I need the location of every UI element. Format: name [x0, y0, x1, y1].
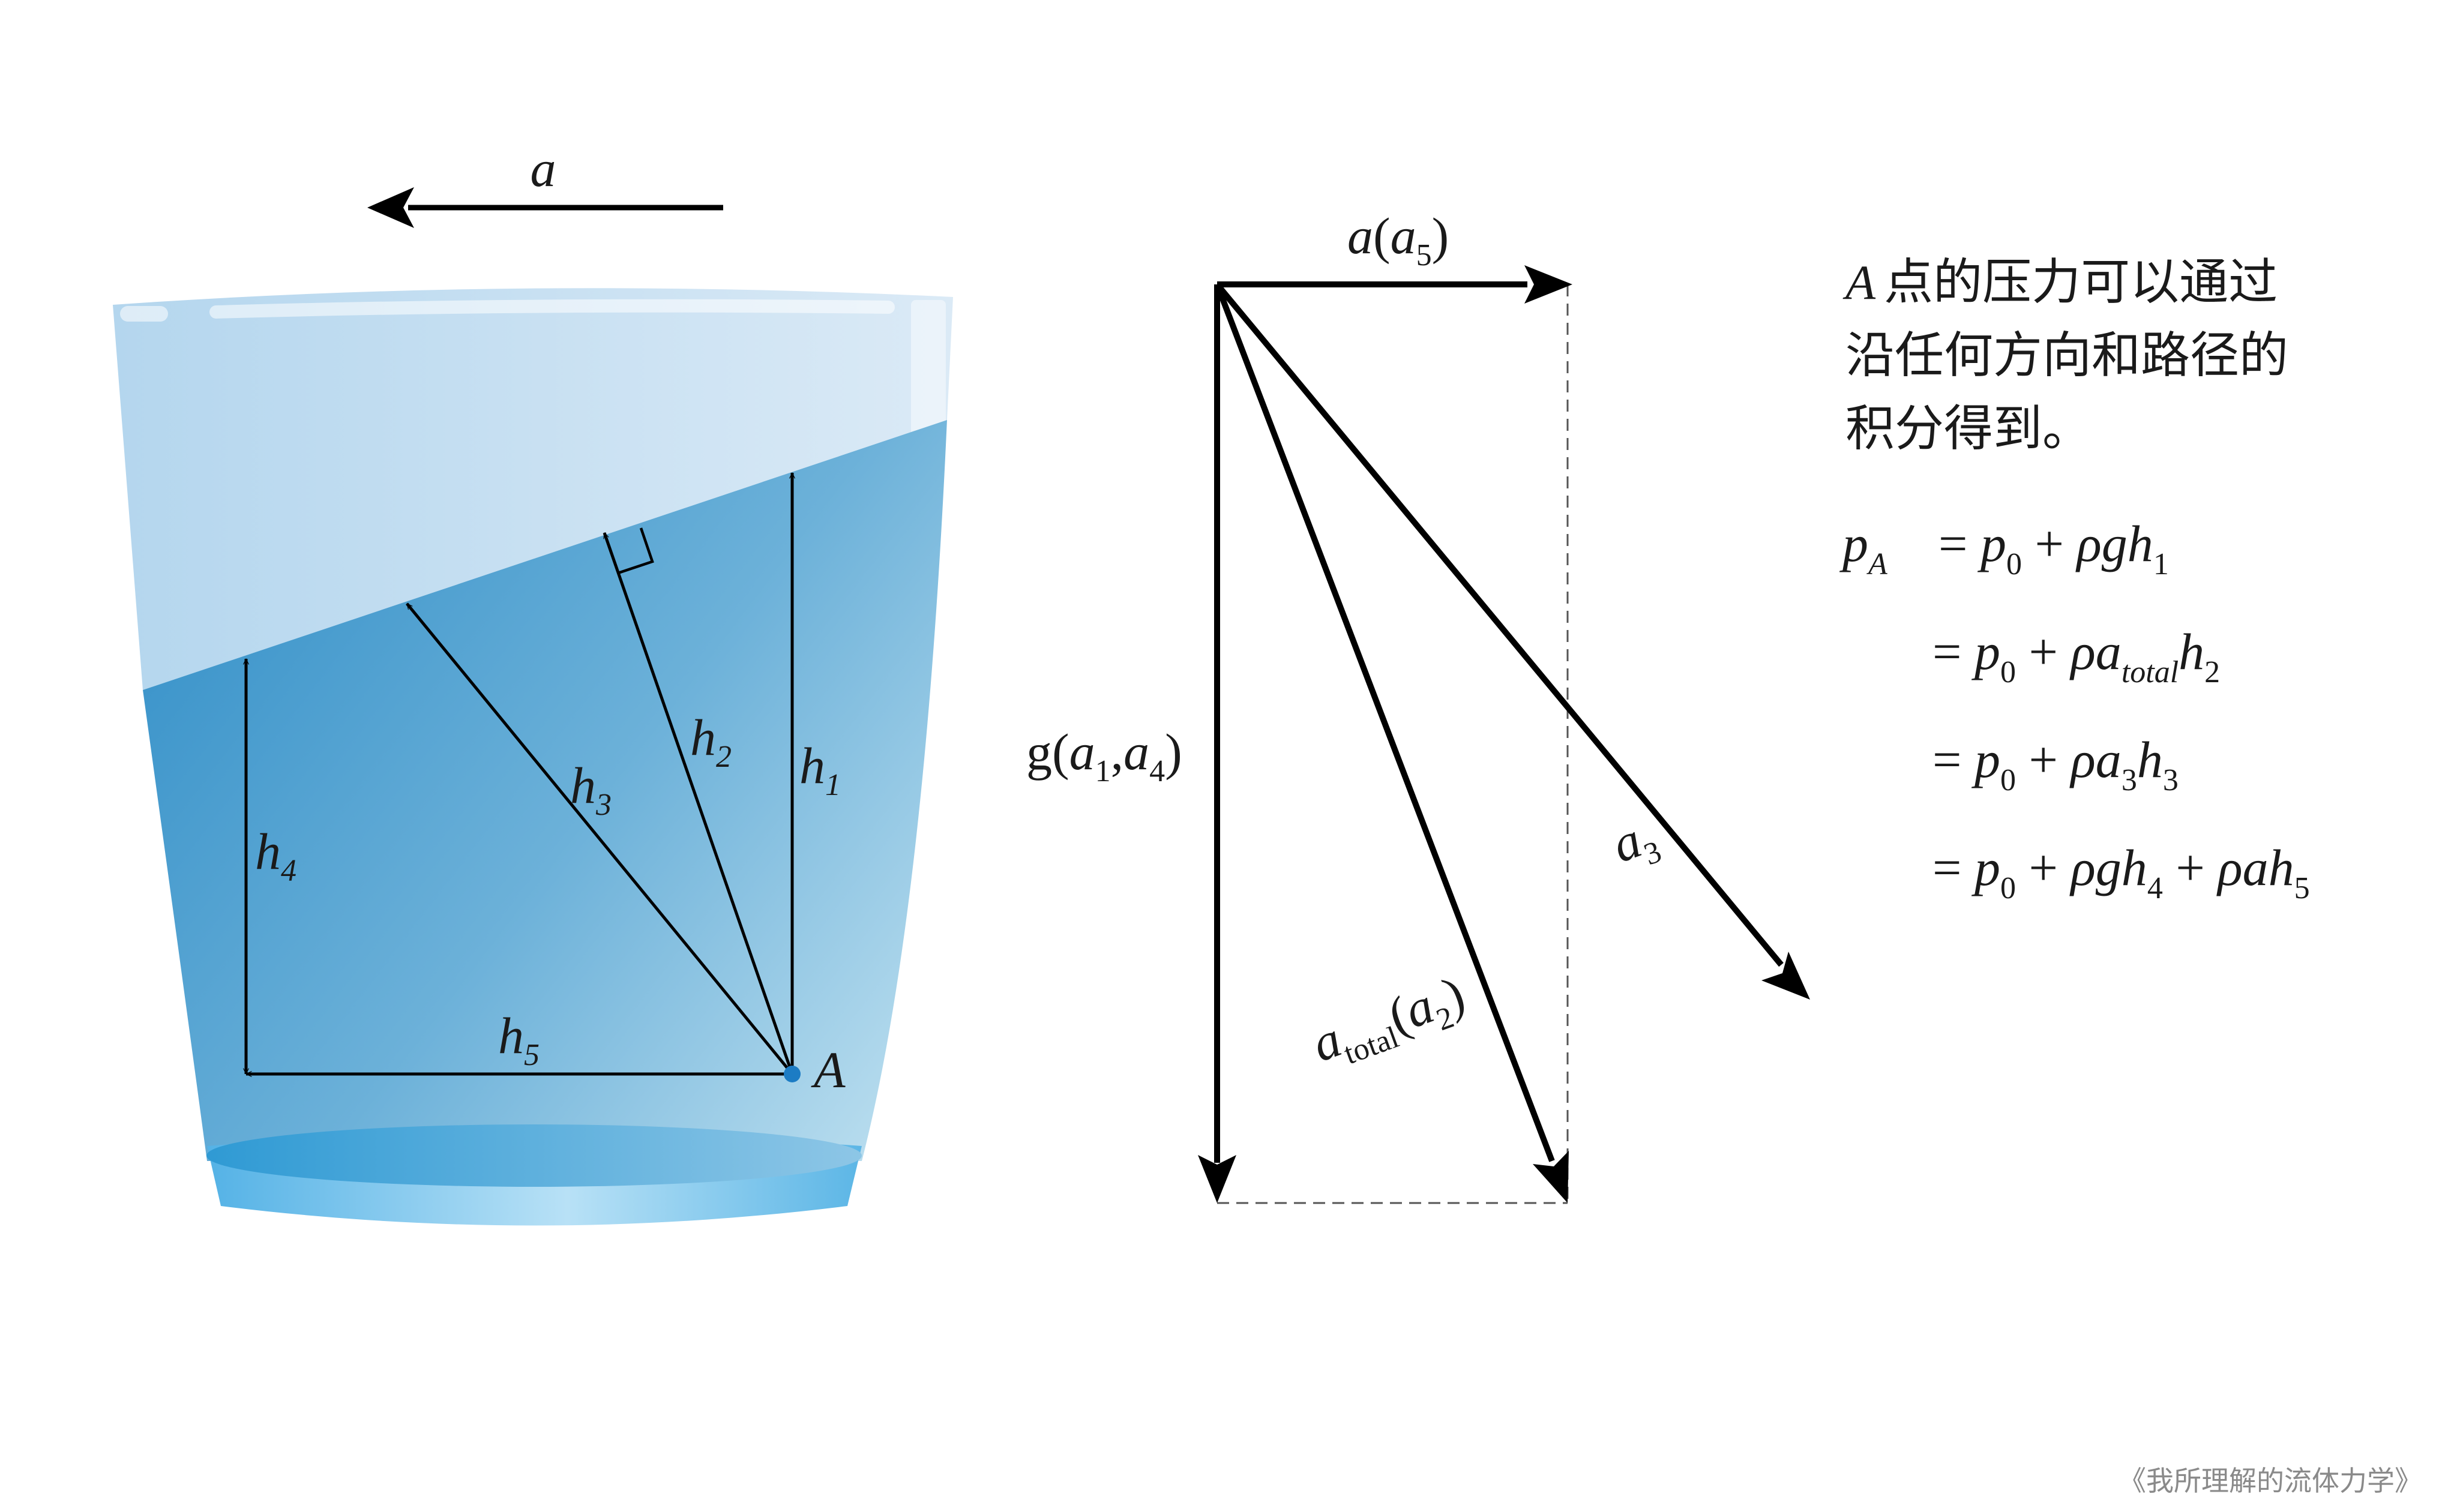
dashed-guides [1217, 284, 1569, 1204]
formula-line-2: = p0 + ρatotalh2 [1932, 623, 2220, 689]
formulas: pA = p0 + ρgh1 = p0 + ρatotalh2 = p0 + ρ… [1839, 515, 2310, 905]
formula-line-4: = p0 + ρgh4 + ρah5 [1932, 839, 2310, 905]
description-line-3: 积分得到。 [1845, 400, 2092, 457]
vector-diagram: a(a5) g(a1,a4) a3 atotal(a2) [1026, 207, 1810, 1204]
description-symbol: A [1845, 255, 1876, 310]
cup: a h1 h2 h3 h4 h5 A [113, 140, 953, 1226]
right-angle-mark [618, 527, 654, 575]
cup-water [143, 420, 947, 1161]
atotal-label: atotal(a2) [1305, 965, 1475, 1080]
acceleration-label: a [531, 140, 556, 197]
h5-label: h5 [498, 1007, 540, 1072]
a3-arrow [1215, 282, 1784, 967]
acceleration-arrowhead [367, 187, 414, 228]
formula-line-3: = p0 + ρa3h3 [1932, 731, 2179, 797]
description-line-2: 沿任何方向和路径的 [1845, 327, 2289, 384]
a3-arrowhead [1761, 952, 1810, 1000]
h1-label: h1 [799, 737, 841, 802]
a5-arrowhead [1524, 265, 1572, 304]
h2-label: h2 [690, 709, 732, 774]
credit-text: 《我所理解的流体力学》 [2119, 1465, 2422, 1497]
h3-label: h3 [570, 757, 612, 822]
a5-label: a(a5) [1347, 207, 1449, 272]
g-label: g(a1,a4) [1026, 723, 1182, 788]
point-a-label: A [811, 1041, 846, 1099]
h4-label: h4 [255, 823, 296, 888]
formula-lhs: pA [1839, 515, 1887, 581]
description-line-1: 点的压力可以通过 [1884, 254, 2278, 311]
atotal-arrow [1214, 283, 1555, 1162]
cup-rim-highlight [209, 299, 895, 319]
cup-glass [113, 288, 953, 690]
h2-arrow [603, 533, 794, 1075]
h3-arrow [406, 602, 793, 1075]
formula-line-1: = p0 + ρgh1 [1938, 515, 2169, 581]
cup-base-ellipse [206, 1124, 862, 1187]
g-arrowhead [1198, 1155, 1236, 1203]
point-a-dot [784, 1066, 801, 1082]
atotal-arrowhead [1533, 1151, 1569, 1203]
cup-rim-gloss [120, 306, 168, 322]
height-vectors [246, 473, 792, 1074]
